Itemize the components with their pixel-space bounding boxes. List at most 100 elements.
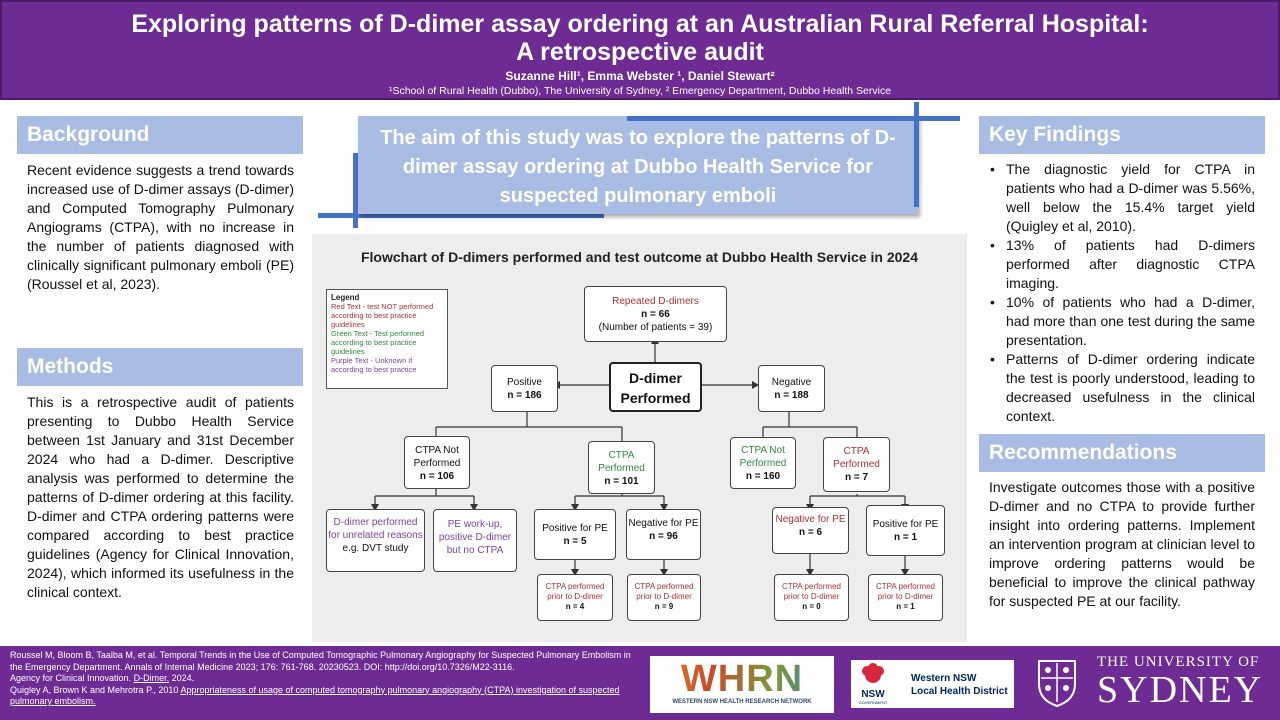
negative-n: n = 188 [774, 390, 809, 401]
authors: Suzanne Hill¹, Emma Webster ¹, Daniel St… [505, 69, 775, 83]
ctpa-not-neg-n: n = 160 [745, 471, 781, 482]
ctpa-perf-pos-n: n = 101 [604, 476, 639, 487]
title-line-2: A retrospective audit [516, 38, 764, 66]
key-finding-item: The diagnostic yield for CTPA in patient… [986, 160, 1255, 236]
unrelated-sub: e.g. DVT study [342, 543, 409, 554]
positive-pe-a-box: Positive for PE n = 5 [534, 509, 616, 560]
legend-purple: Purple Text - Unknown if according to be… [331, 356, 417, 374]
ddimer-performed-box: D-dimer Performed [609, 362, 702, 412]
legend-red: Red Text - test NOT performed according … [331, 302, 434, 329]
prior2-n: n = 9 [654, 602, 674, 611]
ddimer-line1: D-dimer [629, 370, 682, 386]
reference-3-part-a: Quigley A, Brown K and Mehrotra P., 2010 [10, 684, 181, 695]
reference-1: Roussel M, Bloom B, Taalba M, et al. Tem… [10, 650, 631, 672]
unrelated-label: D-dimer performed for unrelated reasons [328, 517, 423, 541]
prior-ddimer-box-2: CTPA performed prior to D-dimer n = 9 [627, 574, 701, 621]
neg-pe-b-label: Negative for PE [775, 514, 846, 525]
reference-2-link[interactable]: D-Dimer. [133, 673, 170, 683]
legend-title: Legend [331, 293, 360, 302]
recommendations-text: Investigate outcomes those with a positi… [989, 479, 1255, 609]
university-crest-icon [1036, 658, 1082, 710]
usyd-wordmark: THE UNIVERSITY OF SYDNEY [1097, 654, 1263, 709]
key-finding-item: 10% of patients who had a D-dimer, had m… [986, 293, 1255, 350]
neg-pe-b-n: n = 6 [798, 527, 823, 538]
key-findings-heading: Key Findings [979, 116, 1265, 154]
waratah-flower-icon [862, 663, 884, 683]
repeated-sub: (Number of patients = 39) [598, 322, 713, 333]
positive-box: Positive n = 186 [491, 365, 558, 412]
key-finding-item: Patterns of D-dimer ordering indicate th… [986, 350, 1255, 426]
flowchart-title: Flowchart of D-dimers performed and test… [360, 249, 918, 265]
repeated-label: Repeated D-dimers [612, 296, 699, 307]
usyd-line2: SYDNEY [1097, 669, 1264, 711]
ctpa-not-performed-pos-box: CTPA Not Performed n = 106 [404, 436, 470, 489]
methods-heading: Methods [17, 348, 303, 386]
flowchart-connectors [371, 337, 909, 576]
negative-label: Negative [771, 377, 812, 388]
pos-pe-b-n: n = 1 [893, 532, 918, 543]
ctpa-performed-pos-box: CTPA Performed n = 101 [588, 441, 655, 494]
negative-pe-b-box: Negative for PE n = 6 [772, 507, 849, 554]
whrn-wordmark: WHRN [650, 659, 834, 699]
unrelated-reasons-box: D-dimer performed for unrelated reasons … [326, 509, 425, 572]
prior4-label: CTPA performed prior to D-dimer [876, 582, 935, 601]
references: Roussel M, Bloom B, Taalba M, et al. Tem… [10, 650, 635, 708]
decor-bar [353, 153, 358, 228]
legend-green: Green Text - Test performed according to… [331, 329, 425, 356]
lhd-name: Western NSW Local Health District [911, 672, 1008, 698]
methods-text: This is a retrospective audit of patient… [27, 394, 294, 600]
waratah-icon: NSW GOVERNMENT [855, 663, 891, 705]
affiliations: ¹School of Rural Health (Dubbo), The Uni… [388, 85, 892, 97]
recommendations-heading: Recommendations [979, 434, 1265, 472]
ddimer-line2: Performed [620, 390, 691, 406]
nsw-government: GOVERNMENT [858, 700, 888, 705]
poster-title: Exploring patterns of D-dimer assay orde… [2, 10, 1278, 66]
title-line-1: Exploring patterns of D-dimer assay orde… [131, 10, 1149, 38]
whrn-logo: WHRN WESTERN NSW HEALTH RESEARCH NETWORK [650, 656, 834, 713]
positive-label: Positive [506, 377, 542, 388]
reference-2-part-c: 2024. [169, 673, 195, 683]
neg-pe-a-label: Negative for PE [628, 518, 699, 529]
prior2-label: CTPA performed prior to D-dimer [634, 582, 694, 601]
reference-2-part-a: Agency for Clinical Innovation. [10, 673, 134, 683]
wnswlhd-logo: NSW GOVERNMENT Western NSW Local Health … [851, 660, 1014, 708]
pos-pe-a-label: Positive for PE [542, 523, 608, 534]
prior4-n: n = 1 [896, 602, 915, 611]
decor-bar [318, 213, 604, 218]
ctpa-not-performed-neg-box: CTPA Not Performed n = 160 [730, 437, 796, 489]
prior-ddimer-box-4: CTPA performed prior to D-dimer n = 1 [868, 574, 943, 621]
negative-pe-a-box: Negative for PE n = 96 [626, 509, 701, 560]
key-findings-list: The diagnostic yield for CTPA in patient… [986, 160, 1255, 426]
key-finding-item: 13% of patients had D-dimers performed a… [986, 236, 1255, 293]
lhd-line1: Western NSW [911, 673, 977, 684]
pos-pe-a-n: n = 5 [563, 536, 587, 547]
decor-bar [627, 116, 960, 121]
background-heading: Background [17, 116, 303, 154]
negative-box: Negative n = 188 [758, 365, 825, 412]
decor-bar [914, 102, 919, 207]
reference-3: Quigley A, Brown K and Mehrotra P., 2010… [10, 685, 635, 708]
flowchart: Flowchart of D-dimers performed and test… [312, 234, 967, 642]
prior1-n: n = 4 [565, 602, 585, 611]
lhd-line2: Local Health District [911, 686, 1008, 697]
ctpa-perf-pos-label: CTPA Performed [598, 450, 645, 474]
neg-pe-a-n: n = 96 [649, 531, 678, 542]
prior-ddimer-box-1: CTPA performed prior to D-dimer n = 4 [537, 574, 613, 621]
ctpa-performed-neg-box: CTPA Performed n = 7 [823, 437, 890, 492]
ctpa-perf-neg-label: CTPA Performed [833, 446, 880, 470]
ctpa-not-pos-label: CTPA Not Performed [413, 445, 461, 469]
poster-header: Exploring patterns of D-dimer assay orde… [0, 0, 1280, 100]
reference-2: Agency for Clinical Innovation. D-Dimer.… [10, 673, 635, 685]
prior1-label: CTPA performed prior to D-dimer [545, 582, 605, 601]
positive-n: n = 186 [507, 390, 542, 401]
reference-3-link[interactable]: Appropriateness of usage of computed tom… [10, 684, 620, 707]
repeated-ddimers-box: Repeated D-dimers n = 66 (Number of pati… [584, 286, 727, 342]
ctpa-not-neg-label: CTPA Not Performed [739, 445, 787, 469]
prior3-label: CTPA performed prior to D-dimer [782, 582, 841, 601]
positive-pe-b-box: Positive for PE n = 1 [866, 505, 945, 556]
pe-workup-box: PE work-up, positive D-dimer but no CTPA [433, 509, 517, 572]
usyd-line1: THE UNIVERSITY OF [1097, 654, 1260, 670]
ctpa-not-pos-n: n = 106 [419, 471, 455, 482]
footer: Roussel M, Bloom B, Taalba M, et al. Tem… [0, 646, 1280, 720]
